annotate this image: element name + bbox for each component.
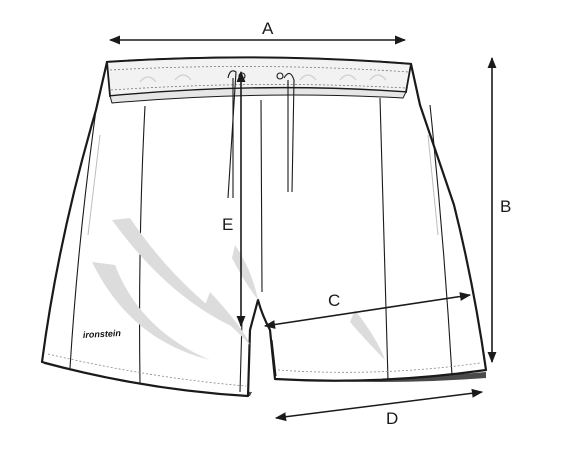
- label-d: D: [386, 409, 398, 428]
- shorts-outline: [40, 56, 488, 398]
- drawstring: [227, 70, 295, 199]
- brand-logo-text: ironstein: [83, 328, 122, 340]
- waistband: [106, 56, 413, 104]
- label-e: E: [222, 215, 233, 234]
- label-c: C: [328, 291, 340, 310]
- label-a: A: [262, 19, 274, 38]
- arrow-d: [274, 388, 484, 422]
- measurement-arrows: [108, 35, 497, 422]
- arrow-c: [263, 292, 472, 329]
- hem-stitching: [47, 353, 481, 387]
- label-b: B: [500, 197, 511, 216]
- pocket-slits: [87, 134, 439, 236]
